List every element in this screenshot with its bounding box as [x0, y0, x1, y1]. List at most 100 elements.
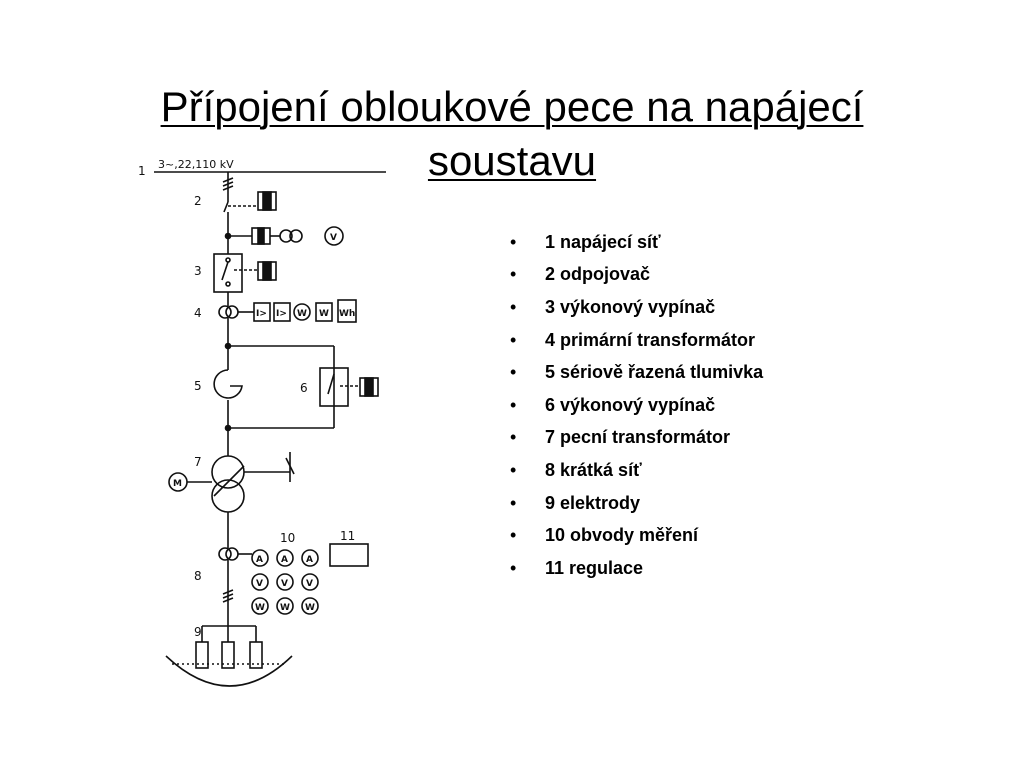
- secondary-ct-coil-1: [218, 547, 232, 561]
- legend-item: •9 elektrody: [500, 487, 920, 520]
- diagram-number-3: 3: [194, 264, 202, 278]
- energy-meter-label: Wh: [339, 309, 355, 319]
- legend-item: • 1 napájecí síť: [500, 226, 920, 259]
- breaker-3-contact-top: [225, 257, 231, 263]
- furnace-transformer-secondary: [211, 479, 245, 513]
- vt-coil-2: [289, 229, 303, 243]
- primary-ct-coil-2: [225, 305, 239, 319]
- diagram-number-5: 5: [194, 379, 202, 393]
- legend-item-label: 9 elektrody: [545, 492, 641, 513]
- ammeter-1-label: A: [256, 555, 263, 565]
- diagram-number-7: 7: [194, 455, 202, 469]
- legend-item: •2 odpojovač: [500, 259, 920, 292]
- diagram-number-1: 1: [138, 164, 146, 178]
- component-legend: • 1 napájecí síť •2 odpojovač • 3 výkonový…: [500, 226, 920, 585]
- motor-label: M: [173, 479, 182, 489]
- electrode-1: [195, 641, 209, 669]
- title-line-1: Přípojení obloukové pece na napájecí: [160, 83, 864, 130]
- furnace-bath: [165, 655, 293, 687]
- bullet-icon: •: [510, 362, 517, 383]
- electrode-2: [221, 641, 235, 669]
- voltmeter-2: [276, 573, 294, 591]
- ammeter-3: [301, 549, 319, 567]
- diagram-number-9: 9: [194, 625, 202, 639]
- wattmeter-c: [301, 597, 319, 615]
- diagram-number-10: 10: [280, 531, 295, 545]
- disconnector-drive-fill: [262, 191, 272, 211]
- series-reactor-symbol: [213, 369, 243, 399]
- overcurrent-relay-1: [253, 302, 271, 322]
- overcurrent-relay-2: [273, 302, 291, 322]
- ammeter-2: [276, 549, 294, 567]
- breaker-6-drive-fill: [364, 377, 374, 397]
- ammeter-3-label: A: [306, 555, 313, 565]
- furnace-transformer-primary: [211, 455, 245, 489]
- vt-box-fill: [257, 227, 265, 245]
- legend-item-label: 6 výkonový vypínač: [545, 394, 716, 415]
- overcurrent-relay-2-label: I>: [276, 309, 287, 319]
- breaker-3-blade: [221, 261, 229, 281]
- breaker-6-housing: [319, 367, 349, 407]
- tap-switch-blade: [285, 457, 295, 475]
- tap-changer-arrow: [213, 465, 245, 497]
- wattmeter-b: [276, 597, 294, 615]
- breaker-3-drive-fill: [262, 261, 272, 281]
- diagram-number-11: 11: [340, 529, 355, 543]
- bullet-icon: •: [510, 525, 517, 546]
- legend-item: • 4 primární transformátor: [500, 324, 920, 357]
- tap-switch-lead: [244, 452, 291, 482]
- voltmeter-3: [301, 573, 319, 591]
- voltmeter-2-label: V: [281, 579, 288, 589]
- short-network-hatch: [222, 589, 234, 603]
- legend-item-label: 3 výkonový vypínač: [545, 296, 716, 317]
- wattmeter-c-label: W: [305, 603, 315, 613]
- legend-item-label: 1 napájecí síť: [545, 231, 661, 252]
- breaker-6-blade: [327, 373, 335, 395]
- ammeter-1: [251, 549, 269, 567]
- feeder-hatch: [222, 177, 234, 191]
- secondary-ct-coil-2: [225, 547, 239, 561]
- legend-item-label: 5 sériově řazená tlumivka: [545, 362, 764, 383]
- voltmeter-label: V: [330, 233, 337, 243]
- arc-furnace-connection-diagram: 1 3~,22,110 kV 2 V 3 4 I> I> W W Wh 5: [138, 158, 386, 687]
- slide-title: Přípojení obloukové pece na napájecí sou…: [112, 80, 912, 188]
- wattmeter-a: [251, 597, 269, 615]
- legend-item-label: 11 regulace: [545, 557, 644, 578]
- wattmeter-1-label: W: [297, 309, 307, 319]
- wattmeter-2: [315, 302, 333, 322]
- disconnector-blade: [223, 201, 229, 213]
- bullet-icon: •: [510, 264, 517, 285]
- bullet-icon: •: [510, 296, 517, 317]
- primary-ct-coil-1: [218, 305, 232, 319]
- legend-item-label: 8 krátká síť: [545, 459, 642, 480]
- bullet-icon: •: [510, 231, 517, 252]
- title-line-2: soustavu: [427, 137, 597, 184]
- bullet-icon: •: [510, 427, 517, 448]
- overcurrent-relay-1-label: I>: [256, 309, 267, 319]
- voltmeter-1: [251, 573, 269, 591]
- bullet-icon: •: [510, 394, 517, 415]
- wattmeter-b-label: W: [280, 603, 290, 613]
- voltmeter-3-label: V: [306, 579, 313, 589]
- legend-item: • 5 sériově řazená tlumivka: [500, 356, 920, 389]
- bullet-icon: •: [510, 557, 517, 578]
- breaker-3-contact-bottom: [225, 281, 231, 287]
- wattmeter-a-label: W: [255, 603, 265, 613]
- supply-voltage-label: 3~,22,110 kV: [158, 158, 234, 171]
- electrode-3: [249, 641, 263, 669]
- regulation-box: [329, 543, 369, 567]
- legend-item-label: 4 primární transformátor: [545, 329, 756, 350]
- bullet-icon: •: [510, 329, 517, 350]
- voltmeter-1-label: V: [256, 579, 263, 589]
- legend-item-label: 7 pecní transformátor: [545, 427, 731, 448]
- legend-item: • 10 obvody měření: [500, 519, 920, 552]
- diagram-number-8: 8: [194, 569, 202, 583]
- diagram-number-2: 2: [194, 194, 202, 208]
- legend-item: • 11 regulace: [500, 552, 920, 585]
- diagram-number-6: 6: [300, 381, 308, 395]
- legend-item: • 3 výkonový vypínač: [500, 291, 920, 324]
- legend-item-label: 10 obvody měření: [545, 525, 699, 546]
- energy-meter: [337, 299, 357, 323]
- wattmeter-1: [293, 303, 311, 321]
- voltmeter-symbol: [324, 226, 344, 246]
